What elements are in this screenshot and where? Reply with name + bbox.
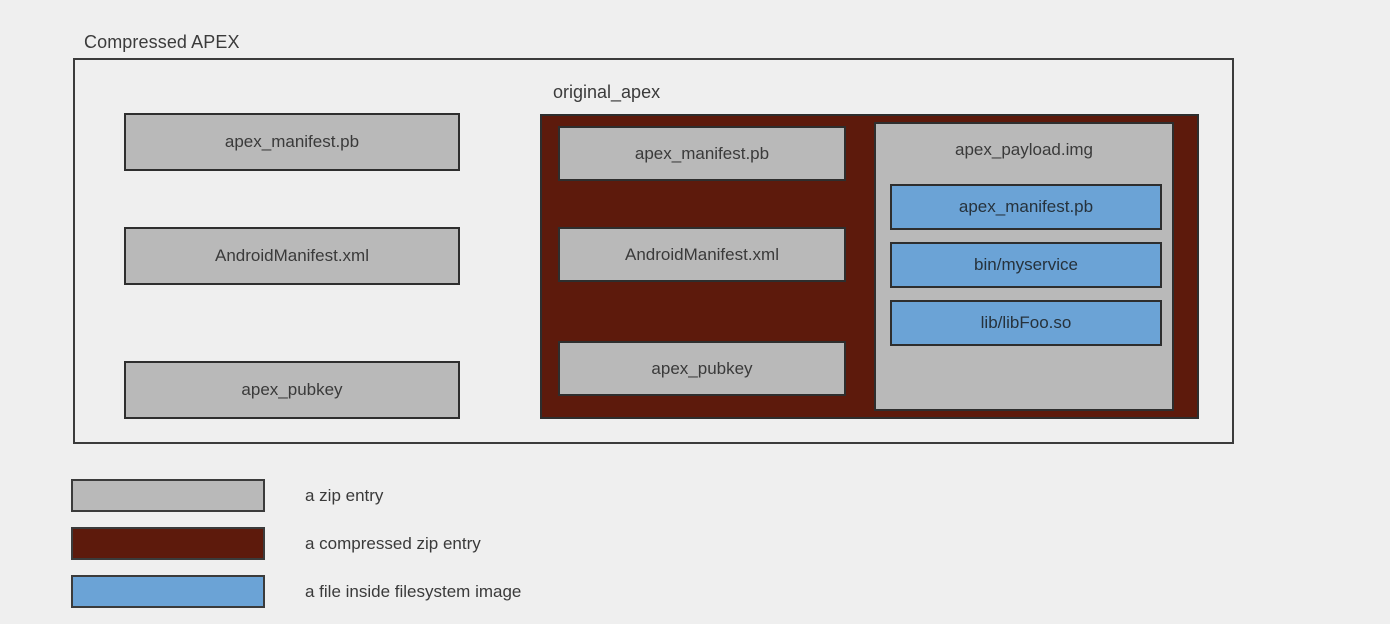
legend-label-compressed-zip-entry: a compressed zip entry: [305, 533, 481, 553]
apex-payload-img-label: apex_payload.img: [955, 140, 1093, 159]
zip-entry-apex-manifest-pb: apex_manifest.pb: [124, 113, 460, 171]
legend-swatch-zip-entry: [71, 479, 265, 512]
inner-zip-entry-apex-manifest-pb: apex_manifest.pb: [558, 126, 846, 181]
legend-swatch-compressed-zip-entry: [71, 527, 265, 560]
legend-label-zip-entry: a zip entry: [305, 485, 384, 505]
zip-entry-apex-pubkey: apex_pubkey: [124, 361, 460, 419]
inner-zip-entry-androidmanifest-xml: AndroidManifest.xml: [558, 227, 846, 282]
filesystem-file-bin-myservice: bin/myservice: [890, 242, 1162, 288]
legend-label-filesystem-file: a file inside filesystem image: [305, 581, 522, 601]
inner-zip-entry-apex-pubkey: apex_pubkey: [558, 341, 846, 396]
zip-entry-androidmanifest-xml: AndroidManifest.xml: [124, 227, 460, 285]
compressed-apex-label: Compressed APEX: [84, 32, 240, 52]
legend-swatch-filesystem-file: [71, 575, 265, 608]
filesystem-file-apex-manifest-pb: apex_manifest.pb: [890, 184, 1162, 230]
apex-payload-img-container: apex_payload.img apex_manifest.pb bin/my…: [874, 122, 1174, 411]
original-apex-label: original_apex: [553, 82, 661, 102]
filesystem-file-lib-libfoo-so: lib/libFoo.so: [890, 300, 1162, 346]
